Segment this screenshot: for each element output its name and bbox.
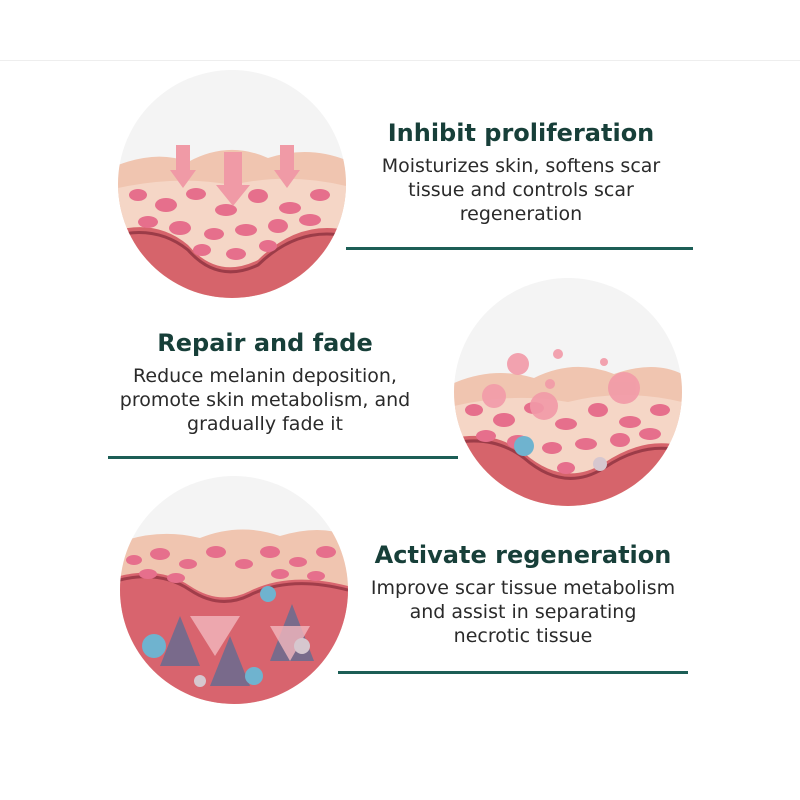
feature-inhibit-proliferation: Inhibit proliferation Moisturizes skin, … (0, 60, 800, 298)
feature-description-line: necrotic tissue (453, 625, 593, 647)
skin-layer-arrows-down-icon (118, 70, 346, 298)
feature-description: Reduce melanin deposition, promote skin … (100, 364, 430, 436)
feature-description: Improve scar tissue metabolism and assis… (348, 576, 698, 648)
divider-rule (338, 671, 688, 674)
divider-rule (108, 456, 458, 459)
feature-description-line: promote skin metabolism, and (119, 389, 411, 411)
feature-title: Activate regeneration (374, 541, 672, 569)
feature-text: Repair and fade Reduce melanin depositio… (100, 328, 430, 436)
skin-layer-regeneration-icon (120, 476, 348, 704)
feature-activate-regeneration: Activate regeneration Improve scar tissu… (0, 476, 800, 712)
feature-text: Inhibit proliferation Moisturizes skin, … (346, 118, 696, 226)
feature-text: Activate regeneration Improve scar tissu… (348, 540, 698, 648)
top-divider (0, 60, 800, 61)
feature-description-line: Improve scar tissue metabolism (370, 577, 676, 599)
feature-description: Moisturizes skin, softens scar tissue an… (346, 154, 696, 226)
feature-description-line: Moisturizes skin, softens scar (381, 155, 661, 177)
feature-description-line: Reduce melanin deposition, (133, 365, 397, 387)
divider-rule (346, 247, 693, 250)
feature-description-line: tissue and controls scar (408, 179, 634, 201)
feature-description-line: regeneration (459, 203, 583, 225)
feature-description-line: and assist in separating (409, 601, 637, 623)
feature-title: Repair and fade (157, 329, 373, 357)
feature-description-line: gradually fade it (187, 413, 343, 435)
skin-layer-bubbles-icon (454, 278, 682, 506)
feature-repair-and-fade: Repair and fade Reduce melanin depositio… (0, 270, 800, 506)
feature-title: Inhibit proliferation (387, 119, 655, 147)
